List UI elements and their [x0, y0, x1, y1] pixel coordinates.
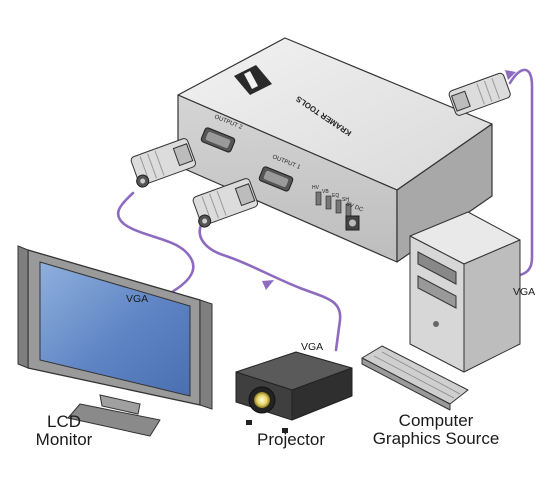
lcd-monitor-label: LCD Monitor	[28, 413, 100, 449]
vga-connector-input	[448, 72, 511, 116]
vga-connector-output2	[128, 137, 197, 188]
svg-text:HV: HV	[312, 185, 320, 191]
vga-cable-projector	[200, 225, 340, 350]
monitor-cable-label: VGA	[126, 294, 148, 305]
computer-tower	[410, 212, 520, 372]
computer-cable-label: VGA	[513, 287, 535, 298]
svg-text:EQ: EQ	[332, 193, 339, 199]
arrow-icon	[262, 280, 274, 290]
projector-cable-label: VGA	[301, 342, 323, 353]
power-jack	[346, 216, 359, 230]
svg-text:VB: VB	[322, 189, 329, 195]
projector-label: Projector	[257, 431, 325, 449]
lcd-monitor	[18, 246, 212, 436]
projector	[236, 352, 352, 433]
computer-label: Computer Graphics Source	[362, 412, 510, 448]
